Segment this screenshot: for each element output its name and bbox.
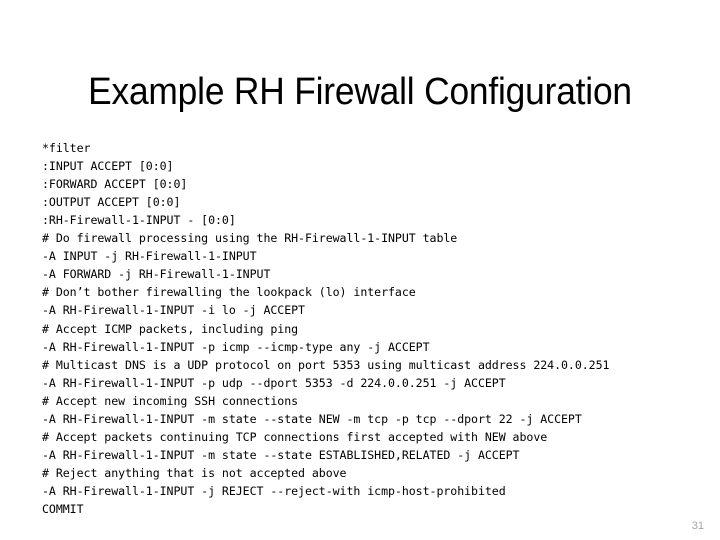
code-line: -A RH-Firewall-1-INPUT -p icmp --icmp-ty… xyxy=(42,339,430,354)
slide-number: 31 xyxy=(691,520,704,532)
code-line: -A RH-Firewall-1-INPUT -i lo -j ACCEPT xyxy=(42,303,305,318)
code-line: # Multicast DNS is a UDP protocol on por… xyxy=(42,357,610,372)
code-line: :FORWARD ACCEPT [0:0] xyxy=(42,176,188,191)
code-line: # Reject anything that is not accepted a… xyxy=(42,466,347,481)
code-line: :RH-Firewall-1-INPUT - [0:0] xyxy=(42,212,236,227)
code-line: # Don’t bother firewalling the lookpack … xyxy=(42,285,416,300)
code-line: -A RH-Firewall-1-INPUT -m state --state … xyxy=(42,412,582,426)
page-title: Example RH Firewall Configuration xyxy=(88,71,632,114)
code-line: *filter xyxy=(42,140,91,155)
code-line: -A RH-Firewall-1-INPUT -j REJECT --rejec… xyxy=(42,484,506,499)
code-line: :INPUT ACCEPT [0:0] xyxy=(42,158,174,173)
code-line: # Accept new incoming SSH connections xyxy=(42,393,299,408)
code-line: # Accept packets continuing TCP connecti… xyxy=(42,430,548,445)
code-line: # Do firewall processing using the RH-Fi… xyxy=(42,231,458,246)
code-line: -A FORWARD -j RH-Firewall-1-INPUT xyxy=(42,267,271,282)
code-lines-container: *filter :INPUT ACCEPT [0:0] :FORWARD ACCEP… xyxy=(42,139,682,519)
code-line: :OUTPUT ACCEPT [0:0] xyxy=(42,194,181,209)
code-line: # Accept ICMP packets, including ping xyxy=(42,321,299,336)
code-line: -A RH-Firewall-1-INPUT -p udp --dport 53… xyxy=(42,375,506,390)
code-line: COMMIT xyxy=(42,502,84,517)
code-line: -A INPUT -j RH-Firewall-1-INPUT xyxy=(42,249,257,264)
code-line: -A RH-Firewall-1-INPUT -m state --state … xyxy=(42,448,520,463)
firewall-config-code-block: *filter :INPUT ACCEPT [0:0] :FORWARD ACCEP… xyxy=(42,139,682,519)
